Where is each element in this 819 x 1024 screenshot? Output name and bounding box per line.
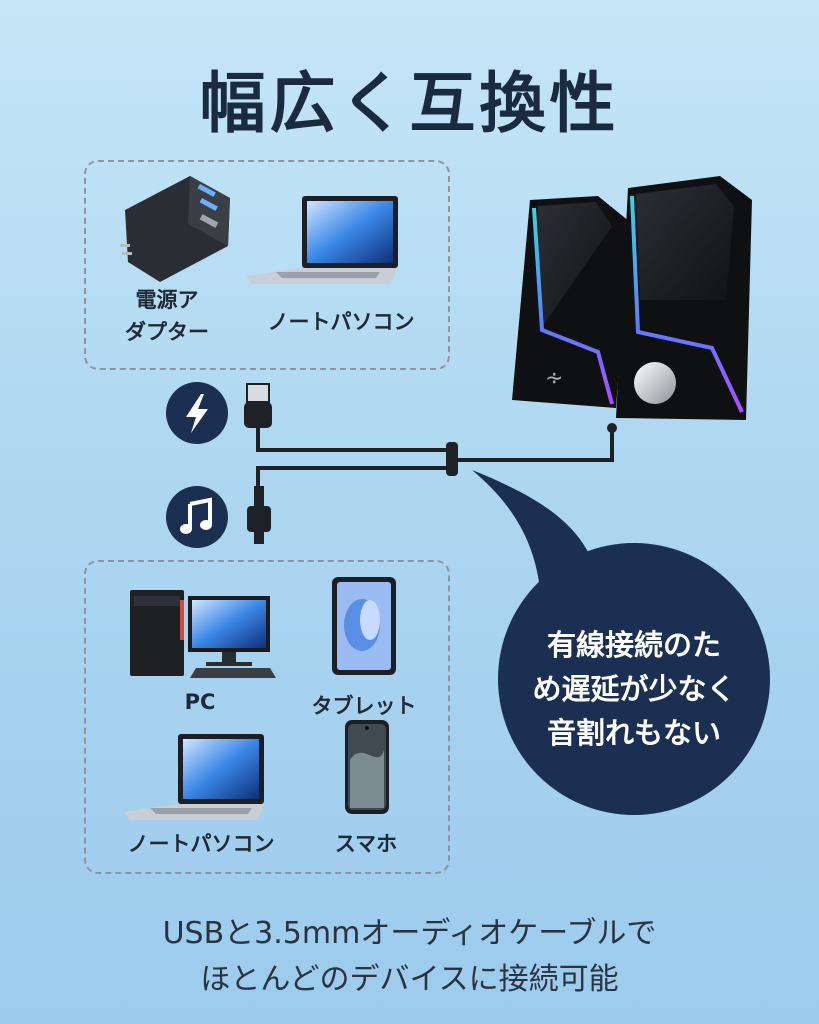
page-title: 幅広く互換性 <box>199 65 620 142</box>
speech-bubble <box>498 543 770 815</box>
smartphone-label: スマホ <box>334 832 398 856</box>
tablet-image <box>332 577 396 675</box>
speaker-right-image <box>616 176 752 420</box>
speech-bubble-text: 有線接続のた め遅延が少なく 音割れもない <box>532 628 736 750</box>
pc-image <box>130 590 276 678</box>
lightning-bolt-icon <box>166 382 228 444</box>
power-devices-box <box>84 160 450 370</box>
audio-devices-box <box>84 560 450 874</box>
power-adapter-image <box>120 176 230 282</box>
music-note-icon <box>166 486 228 548</box>
speaker-left-image: ∻ <box>512 196 630 408</box>
svg-text:∻: ∻ <box>545 366 563 391</box>
cable-splitter <box>446 442 458 476</box>
cable-lines <box>256 428 614 486</box>
laptop-audio-image <box>124 734 264 820</box>
power-adapter-label: 電源ア ダプター <box>125 288 209 344</box>
tablet-label: タブレット <box>311 694 417 718</box>
audio-jack-image <box>247 486 271 544</box>
footer-caption: USBと3.5mmオーディオケーブルで ほとんどのデバイスに接続可能 <box>162 916 657 997</box>
cable-end <box>607 423 617 433</box>
smartphone-image <box>345 720 389 814</box>
laptop-power-label: ノートパソコン <box>267 310 415 334</box>
pc-label: PC <box>184 690 216 714</box>
laptop-audio-label: ノートパソコン <box>127 832 275 856</box>
usb-plug-image <box>244 383 272 428</box>
laptop-power-image <box>246 196 398 284</box>
